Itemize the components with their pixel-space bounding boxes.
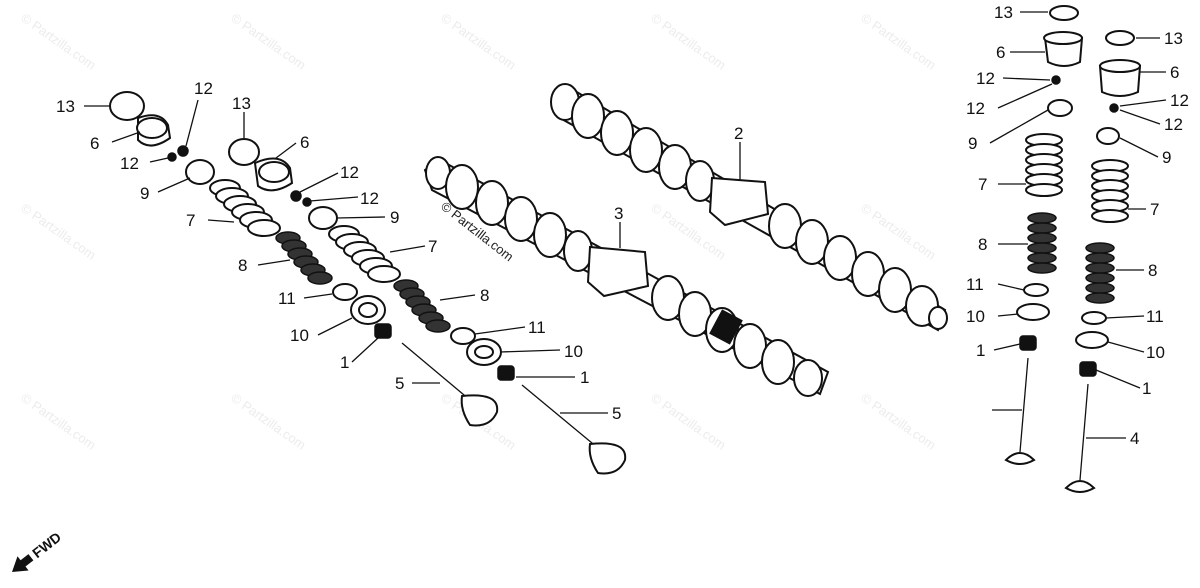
fwd-arrow-icon [12,554,34,572]
callout-7: 7 [978,175,987,194]
valve-5-b [521,384,627,475]
watermark-text: © Partzilla.com [18,390,98,453]
callout-12: 12 [340,163,359,182]
callout-2: 2 [734,124,743,143]
callout-13: 13 [994,3,1013,22]
callout-12: 12 [360,189,379,208]
callout-12: 12 [976,69,995,88]
callout-7: 7 [1150,200,1159,219]
callout-13: 13 [56,97,75,116]
callout-12: 12 [1170,91,1189,110]
callout-11: 11 [1146,307,1164,326]
watermark-text: © Partzilla.com [18,10,98,73]
callout-4: 4 [1130,429,1139,448]
spring-7-a [209,179,281,237]
callout-9: 9 [968,134,977,153]
callout-7: 7 [428,237,437,256]
leader-lines [84,11,1167,439]
callout-8: 8 [480,286,489,305]
valve-5-a [401,342,499,427]
spring-7-c [1025,133,1063,197]
spring-8-d [1085,242,1115,304]
watermark-text: © Partzilla.com [228,390,308,453]
callout-11: 11 [278,289,296,308]
watermark-text: © Partzilla.com [438,10,518,73]
watermark-text: © Partzilla.com [648,10,728,73]
fwd-label: FWD [29,529,64,561]
callout-10: 10 [290,326,309,345]
camshaft-2 [550,83,948,332]
watermark-text: © Partzilla.com [18,200,98,263]
callout-6: 6 [90,134,99,153]
callout-3: 3 [614,204,623,223]
watermark-text: © Partzilla.com [228,10,308,73]
valve-4-b [1064,383,1096,493]
callout-1: 1 [340,353,349,372]
callout-8: 8 [1148,261,1157,280]
spring-8-b [393,279,451,333]
callout-10: 10 [1146,343,1165,362]
spring-7-b [328,225,401,283]
callout-10: 10 [966,307,985,326]
callout-12: 12 [194,79,213,98]
valve-4-a [1004,357,1036,465]
callout-11: 11 [528,318,546,337]
callout-13: 13 [232,94,251,113]
left-valve-assembly-b [228,138,627,475]
callout-1: 1 [1142,379,1151,398]
camshaft-3 [423,156,830,397]
callout-9: 9 [1162,148,1171,167]
callout-11: 11 [966,275,984,294]
callout-10: 10 [564,342,583,361]
spring-8-a [275,231,333,285]
callout-12: 12 [120,154,139,173]
callout-6: 6 [300,133,309,152]
callout-7: 7 [186,211,195,230]
watermark-text: © Partzilla.com [858,390,938,453]
callout-labels: 13 6 12 12 9 7 8 11 10 1 5 13 6 12 12 9 … [56,3,1189,448]
callout-8: 8 [978,235,987,254]
spring-7-d [1091,159,1129,223]
callout-1: 1 [976,341,985,360]
right-valve-assembly-b [1064,30,1142,493]
callout-5: 5 [612,404,621,423]
callout-9: 9 [140,184,149,203]
callout-13: 13 [1164,29,1183,48]
callout-12: 12 [1164,115,1183,134]
callout-8: 8 [238,256,247,275]
callout-5: 5 [395,374,404,393]
callout-6: 6 [1170,63,1179,82]
fwd-indicator: FWD [12,529,64,572]
right-valve-assembly-a [1004,5,1084,465]
left-valve-assembly-a [109,91,499,427]
callout-12: 12 [966,99,985,118]
spring-8-c [1027,212,1057,274]
watermark-text: © Partzilla.com [648,390,728,453]
callout-6: 6 [996,43,1005,62]
callout-9: 9 [390,208,399,227]
callout-1: 1 [580,368,589,387]
watermark-text: © Partzilla.com [858,10,938,73]
